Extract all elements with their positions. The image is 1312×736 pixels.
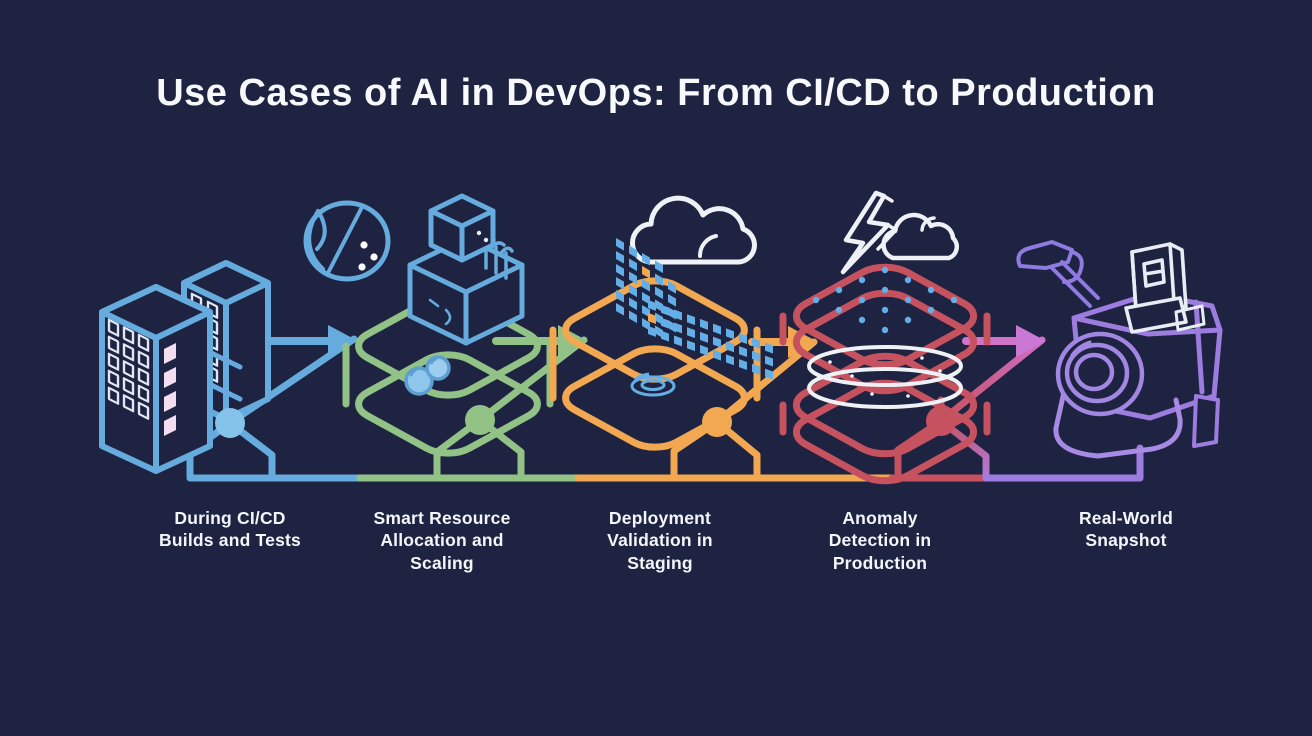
stage-dots [215, 405, 956, 438]
hammer-icon [1016, 240, 1100, 308]
instant-camera-icon [1016, 240, 1223, 459]
pipeline-baseline-segment-5 [983, 444, 1144, 482]
data-swirl-icon [630, 372, 676, 397]
detection-rings [807, 345, 963, 409]
stage-dot-3 [702, 407, 732, 437]
stage-label-snapshot: Real-World Snapshot [1078, 508, 1174, 551]
camera-side-bracket [1192, 394, 1220, 448]
stage-label-production: Anomaly Detection in Production [828, 508, 932, 573]
flow-arrow-4 [962, 325, 1046, 357]
cloud-icon [630, 195, 757, 265]
pipeline-connector-network [186, 335, 1144, 482]
dot2-to-stage3-diagonal [476, 336, 588, 424]
stage-dot-2 [465, 405, 495, 435]
stage-dot-4 [926, 406, 956, 436]
container-boxes-icon [407, 193, 525, 346]
dot4-to-stage5-diagonal [937, 336, 1046, 425]
stage-label-cicd: During CI/CD Builds and Tests [159, 508, 301, 551]
flow-arrow-1 [264, 325, 358, 357]
stage-label-scaling: Smart Resource Allocation and Scaling [373, 508, 511, 573]
flash-unit [1124, 242, 1206, 334]
camera-lens [1055, 331, 1145, 417]
stage-dot-1 [215, 408, 245, 438]
lightning-bolt-icon [840, 190, 891, 275]
stage-label-staging: Deployment Validation in Staging [607, 508, 713, 573]
camera-base [1053, 389, 1183, 459]
lightning-cloud-icon [840, 190, 960, 275]
anomaly-stack [779, 260, 991, 488]
page-title: Use Cases of AI in DevOps: From CI/CD to… [156, 72, 1156, 114]
pod-spheres-icon [404, 355, 451, 396]
server-towers-icon [99, 260, 271, 474]
camera-slot-detail [1174, 304, 1206, 332]
ai-sphere-icon [303, 200, 391, 282]
anomaly-dots [812, 266, 958, 334]
